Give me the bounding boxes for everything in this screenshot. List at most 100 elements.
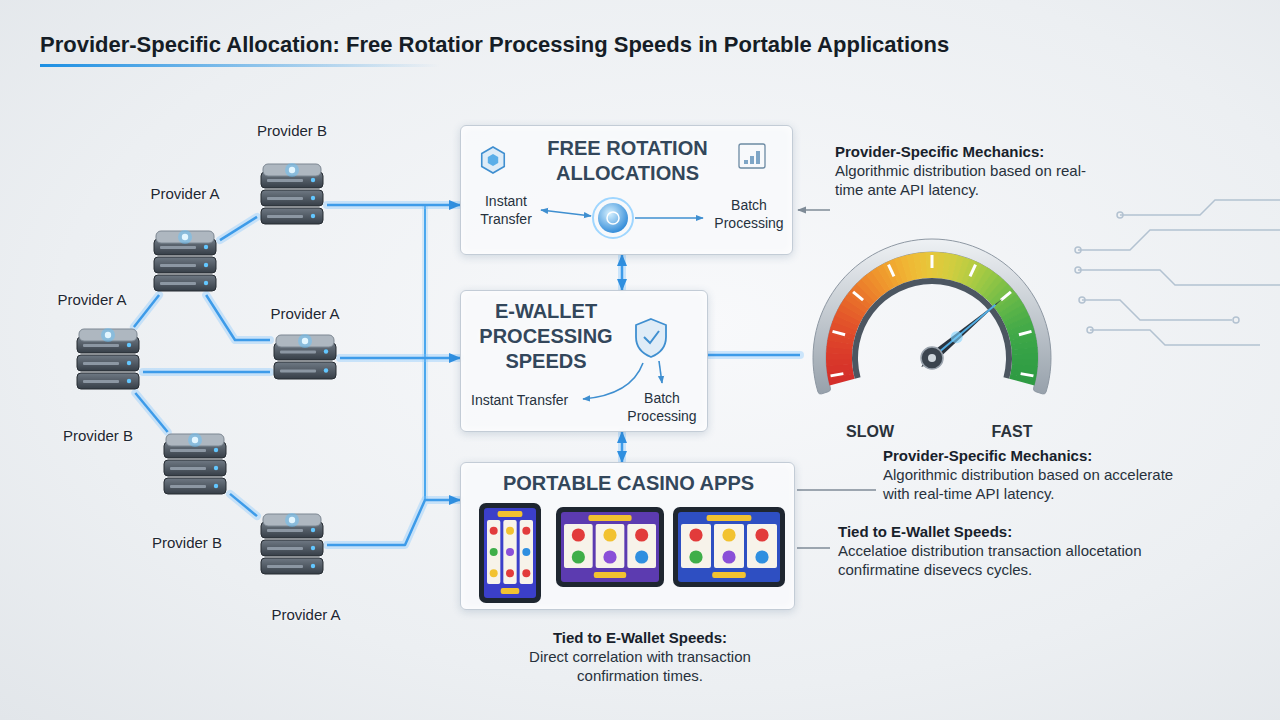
gauge-tick [888, 265, 893, 277]
slot-symbol [689, 528, 702, 541]
text-slot: Batch Processing [709, 196, 789, 232]
text-slot: FAST [982, 422, 1042, 442]
server-layer [77, 373, 139, 389]
server-led [324, 349, 328, 353]
slot-reel [747, 524, 777, 568]
server-slot [280, 370, 316, 373]
connector-glow [230, 494, 257, 516]
chart-bar [744, 160, 748, 164]
gauge-label: FAST [982, 422, 1042, 442]
circuit-node [1087, 327, 1093, 333]
slot-banner [588, 515, 631, 521]
server-led [127, 361, 131, 365]
server-slot [267, 529, 303, 532]
text-slot: Accelatioe distribution transaction allo… [838, 541, 1168, 579]
circuit-node [1117, 212, 1123, 218]
server-slot [267, 215, 303, 218]
server-node: Provider A [257, 512, 327, 624]
panel-heading: PORTABLE CASINO APPS [461, 471, 796, 496]
text-slot: Algorithmic distribution based on real-t… [835, 161, 1105, 199]
connector-glow [618, 255, 626, 290]
slot-symbol [755, 528, 768, 541]
connector [621, 432, 624, 462]
device-illustration [479, 503, 785, 603]
connector [621, 255, 624, 290]
connector-glow [618, 432, 626, 462]
slot-reel [596, 524, 625, 568]
server-led [311, 214, 315, 218]
device-screen [678, 512, 780, 582]
gauge-tick [970, 265, 975, 277]
gauge-label: SLOW [840, 422, 900, 442]
server-led [214, 466, 218, 470]
server-layer [154, 257, 216, 273]
title-underline [40, 64, 440, 67]
server-glow [289, 517, 295, 523]
connector-glow [327, 201, 460, 209]
server-slot [83, 380, 119, 383]
server-layer [261, 558, 323, 574]
connector [327, 500, 460, 545]
text-slot: Batch Processing [621, 389, 703, 425]
server-glow [188, 433, 202, 447]
process-panel: FREE ROTATION ALLOCATIONSInstant Transfe… [460, 125, 793, 255]
server-top [79, 329, 137, 341]
connector [143, 371, 270, 374]
leader-line [797, 547, 830, 549]
server-layer [261, 540, 323, 556]
flow-arrow [583, 363, 643, 399]
server-led [204, 263, 208, 267]
bracket-glow [422, 205, 428, 500]
annotation-heading: Tied to E-Wallet Speeds: [505, 628, 775, 647]
annotation-heading: Provider-Specific Mechanics: [835, 142, 1105, 161]
gauge-tick [853, 292, 863, 300]
server-top [166, 434, 224, 446]
panel-text: Instant Transfer [471, 391, 583, 409]
chart-bar [756, 151, 760, 164]
text-slot: SLOW [840, 422, 900, 442]
slot-symbol [490, 548, 498, 556]
slot-button [501, 588, 520, 594]
panel-text: Batch Processing [621, 389, 703, 425]
slot-symbol [522, 569, 530, 577]
server-slot [160, 282, 196, 285]
slot-symbol [506, 527, 514, 535]
circuit-trace [1078, 270, 1280, 285]
slot-symbol [722, 528, 735, 541]
device-body [479, 503, 541, 603]
circuit-trace [1120, 200, 1280, 215]
gauge-hub [928, 354, 936, 362]
circuit-node [1075, 267, 1081, 273]
connector [708, 354, 800, 357]
slot-symbol [522, 548, 530, 556]
panel-text: Instant Transfer [469, 192, 543, 228]
server-layer [77, 355, 139, 371]
server-slot [267, 547, 303, 550]
slot-symbol [490, 569, 498, 577]
text-slot: Instant Transfer [469, 192, 543, 228]
server-top [276, 335, 334, 347]
connector [230, 494, 257, 516]
server-led [311, 546, 315, 550]
server-layer [274, 362, 336, 379]
server-node: Provider A [270, 305, 340, 383]
circuit-trace [1082, 300, 1232, 320]
needle-glow [951, 331, 963, 343]
server-glow [298, 334, 312, 348]
server-node: Provider B [257, 122, 327, 228]
slot-button [594, 572, 626, 578]
device-screen [561, 512, 659, 582]
text-slot: Algorithmic distribution based on accele… [883, 465, 1183, 503]
text-slot: Instant Transfer [471, 391, 583, 409]
server-glow [285, 513, 299, 527]
connector [220, 217, 257, 240]
provider-label: Provider A [150, 185, 219, 203]
server-glow [289, 167, 295, 173]
provider-label: Provider B [257, 122, 327, 140]
connector [206, 295, 270, 340]
hex-icon [482, 147, 505, 173]
server-icon [257, 512, 327, 578]
provider-label: Provider A [57, 291, 126, 309]
gauge-band [926, 252, 933, 278]
